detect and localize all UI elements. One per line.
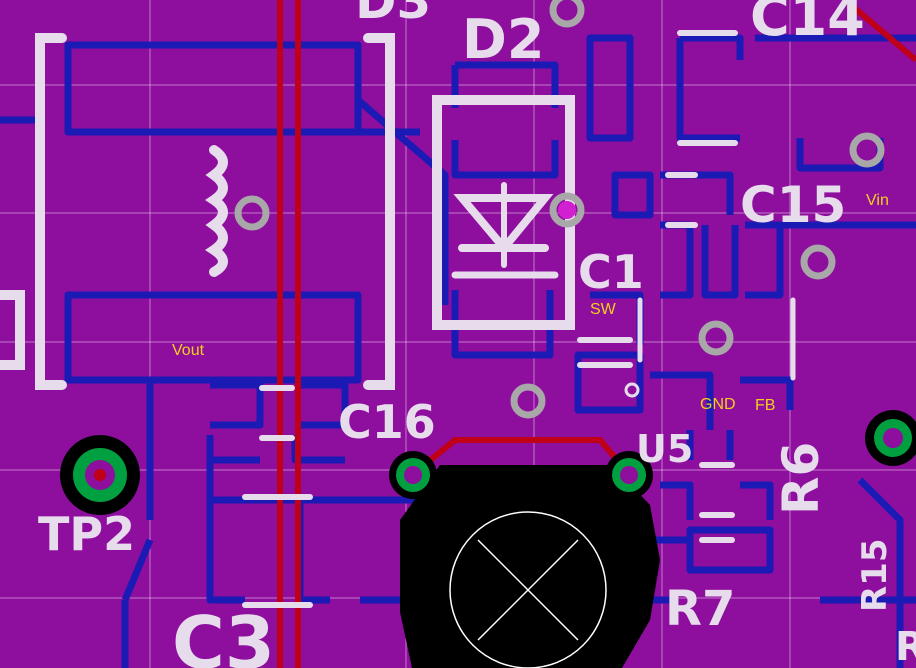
designator-r-partial[interactable]: R [895,624,916,668]
through-hole-pads [60,410,916,515]
designators: D3 D2 C14 C15 C1 C16 U5 R6 TP2 C3 R7 R15… [38,0,916,668]
pad-right[interactable] [605,451,653,499]
net-label-gnd: GND [700,396,736,413]
net-label-sw: SW [590,301,617,318]
net-label-vin: Vin [866,192,889,209]
via[interactable] [549,192,585,228]
mounting-hole-circle [449,511,607,668]
designator-tp2[interactable]: TP2 [38,507,135,561]
designator-d3[interactable]: D3 [355,0,431,30]
designator-c14[interactable]: C14 [750,0,865,48]
via-small[interactable] [624,382,640,398]
designator-c3[interactable]: C3 [172,601,275,668]
mounting-hole-area [400,465,660,668]
designator-c15[interactable]: C15 [740,176,846,234]
via-highlight [558,201,576,219]
net-label-vout: Vout [172,342,205,359]
designator-c1[interactable]: C1 [578,245,644,299]
pad-left[interactable] [389,451,437,499]
designator-d2[interactable]: D2 [462,8,544,71]
via[interactable] [549,0,585,28]
via[interactable] [849,132,885,168]
designator-r15[interactable]: R15 [855,539,895,613]
designator-r7[interactable]: R7 [665,581,735,637]
net-label-fb: FB [755,397,775,414]
via[interactable] [510,383,546,419]
designator-c16[interactable]: C16 [338,395,436,449]
via[interactable] [800,244,836,280]
via[interactable] [698,320,734,356]
test-point-tp2-pad[interactable] [60,435,140,515]
pad-edge-right[interactable] [865,410,916,466]
via[interactable] [234,195,270,231]
designator-r6[interactable]: R6 [772,442,830,515]
silkscreen-layer [0,30,796,608]
designator-u5[interactable]: U5 [636,427,693,471]
net-labels: Vin SW Vout GND FB [172,192,889,414]
vias [234,0,885,419]
